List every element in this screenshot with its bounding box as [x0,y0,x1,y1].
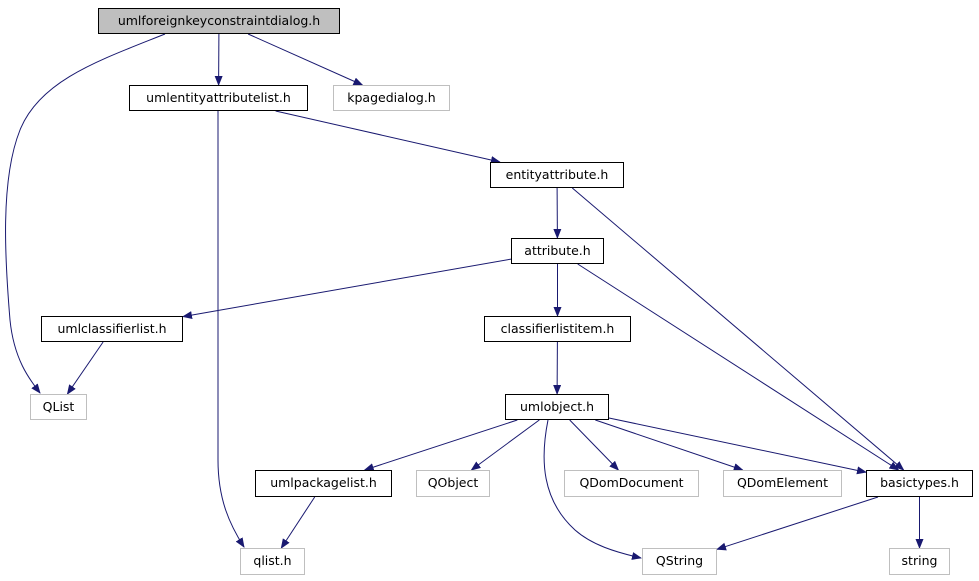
node-qdomdocument[interactable]: QDomDocument [564,470,699,497]
node-string[interactable]: string [889,548,950,575]
node-qlist[interactable]: QList [30,394,87,420]
edge-umlobject-to-qdomelement [595,419,744,471]
edge-umlentityattributelist-to-qlist_h [217,111,245,548]
edge-umlpackagelist-to-qlist_h [280,496,316,549]
edge-umlobject-to-basictypes [608,417,867,475]
edge-attribute-to-basictypes [577,263,900,471]
node-umlobject[interactable]: umlobject.h [505,394,609,420]
node-umlforeignkeyconstraintdialog[interactable]: umlforeignkeyconstraintdialog.h [98,8,340,34]
node-kpagedialog[interactable]: kpagedialog.h [333,85,450,111]
node-qobject[interactable]: QObject [416,470,490,497]
node-attribute[interactable]: attribute.h [511,238,604,264]
edge-entityattribute-to-basictypes [571,187,905,471]
node-qdomelement[interactable]: QDomElement [723,470,842,497]
edge-umlobject-to-umlpackagelist [363,419,518,471]
edge-umlforeignkeyconstraintdialog-to-qlist_cap [5,33,166,394]
edge-umlobject-to-qobject [470,419,540,471]
node-classifierlistitem[interactable]: classifierlistitem.h [484,316,631,342]
edge-umlclassifierlist-to-qlist_cap [66,341,104,395]
node-basictypes[interactable]: basictypes.h [866,470,973,497]
node-umlclassifierlist[interactable]: umlclassifierlist.h [41,316,183,342]
edge-umlobject-to-qstring [543,419,642,560]
node-umlpackagelist[interactable]: umlpackagelist.h [255,470,392,497]
node-entityattribute[interactable]: entityattribute.h [490,162,624,188]
node-umlentityattributelist[interactable]: umlentityattributelist.h [129,85,308,111]
edge-umlforeignkeyconstraintdialog-to-kpagedialog [247,33,364,86]
edge-umlentityattributelist-to-entityattribute [275,110,501,164]
edge-basictypes-to-qstring [716,496,879,551]
node-qstring[interactable]: QString [642,548,717,575]
node-qlist-h[interactable]: qlist.h [240,548,305,575]
edge-umlobject-to-qdomdocument [569,419,620,471]
edge-attribute-to-umlclassifierlist [182,258,512,319]
